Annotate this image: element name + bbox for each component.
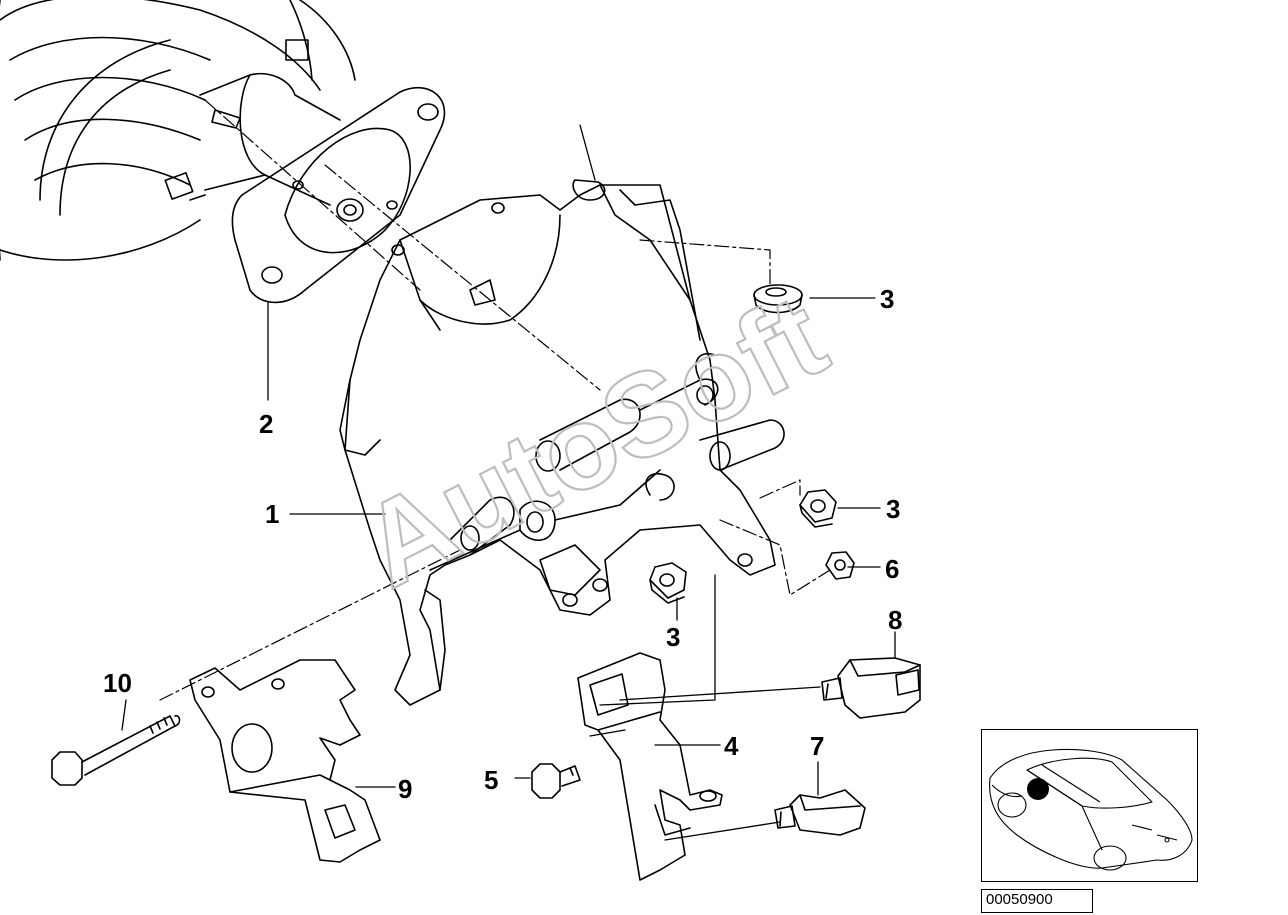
location-marker-icon <box>1027 778 1049 800</box>
watermark-text: AutoSoft <box>342 269 846 613</box>
callout-9: 9 <box>398 774 412 804</box>
position-sensor <box>774 789 866 836</box>
leader-lines <box>121 124 896 841</box>
callout-3-right: 3 <box>886 494 900 524</box>
pump-bracket <box>339 179 785 706</box>
callout-8: 8 <box>888 605 902 635</box>
callout-5: 5 <box>484 765 498 795</box>
mounting-bracket <box>189 659 381 863</box>
callouts: 2 1 3 3 6 3 8 10 4 7 5 9 <box>103 284 902 804</box>
callout-3-bottom: 3 <box>666 622 680 652</box>
flange-nut-right <box>799 489 837 528</box>
vehicle-locator-inset <box>981 729 1198 882</box>
callout-7: 7 <box>810 731 824 761</box>
callout-1: 1 <box>265 499 279 529</box>
hex-nut <box>825 551 855 580</box>
sensor-bracket <box>577 652 723 881</box>
small-bolt <box>531 763 581 799</box>
gasket-flange <box>231 86 446 304</box>
flange-nut-top <box>753 284 803 314</box>
callout-2: 2 <box>259 409 273 439</box>
pulley <box>0 0 356 261</box>
pump-shaft <box>199 73 341 206</box>
callout-4: 4 <box>724 731 739 761</box>
callout-6: 6 <box>885 554 899 584</box>
hex-bolt <box>51 714 181 786</box>
alignment-lines <box>159 99 831 701</box>
flange-nut-bottom <box>649 562 687 604</box>
callout-10: 10 <box>103 668 132 698</box>
car-silhouette-icon <box>989 748 1193 871</box>
connector-sensor <box>821 657 921 719</box>
diagram-number: 00050900 <box>981 889 1093 913</box>
callout-3-top: 3 <box>880 284 894 314</box>
